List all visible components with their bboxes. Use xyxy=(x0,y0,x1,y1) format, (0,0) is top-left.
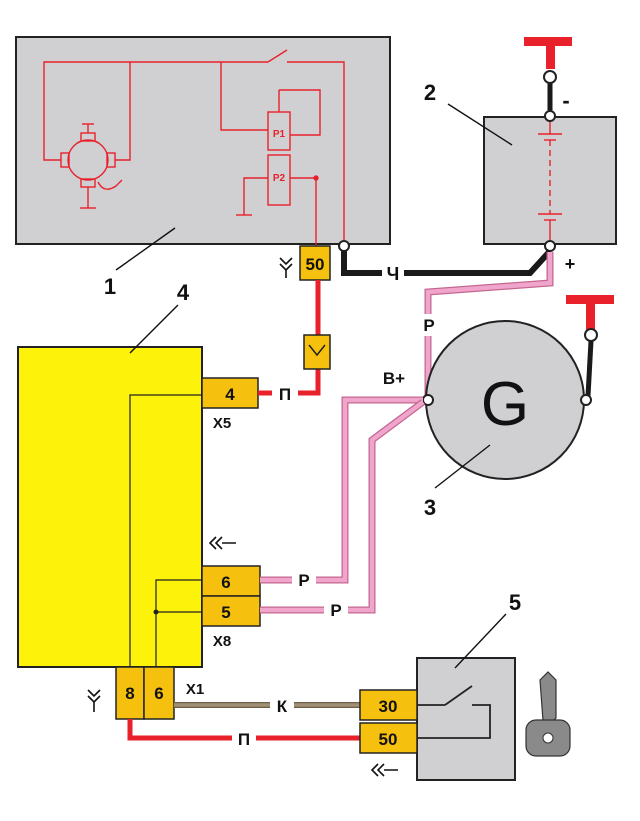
callout-5: 5 xyxy=(509,590,521,615)
relay-p1-label: P1 xyxy=(273,129,286,140)
wire-label-r-x8-6: Р xyxy=(298,571,309,590)
callout-4: 4 xyxy=(177,280,190,305)
switch-pin-30-label: 30 xyxy=(379,697,398,716)
black-wire xyxy=(341,248,553,276)
connector-x1-label: X1 xyxy=(186,681,204,698)
starter-battery-terminal[interactable] xyxy=(338,240,350,252)
callout-2: 2 xyxy=(424,80,436,105)
battery-minus-label: - xyxy=(562,88,569,113)
generator-b-plus-terminal[interactable] xyxy=(422,394,434,406)
x1-pin-8-label: 8 xyxy=(125,684,134,703)
x8-pin-6-label: 6 xyxy=(221,573,230,592)
starter-internal-circuit xyxy=(43,49,345,246)
generator-terminal-label: B+ xyxy=(383,369,405,388)
connector-arrow-icon xyxy=(370,763,398,777)
callout-3-leader xyxy=(434,444,491,489)
pink-wire-x8-5 xyxy=(260,400,425,613)
ecu-module xyxy=(17,346,203,668)
generator-symbol: G xyxy=(481,370,529,439)
wire-label-p-bottom: П xyxy=(238,730,250,749)
battery xyxy=(483,37,617,252)
battery-plus-label: + xyxy=(565,254,576,274)
ignition-key-icon xyxy=(525,671,571,757)
wire-label-k: К xyxy=(277,697,288,716)
callout-1: 1 xyxy=(104,274,116,299)
x1-pin-6[interactable]: 6 xyxy=(143,666,175,720)
connector-arrow-icon xyxy=(279,257,293,278)
switch-pin-50[interactable]: 50 xyxy=(359,722,418,754)
wire-label-p-top: П xyxy=(279,385,291,404)
starter-housing: P1 P2 xyxy=(15,36,391,246)
callout-3: 3 xyxy=(424,495,436,520)
wire-label-r-top: Р xyxy=(423,316,434,335)
generator: G xyxy=(422,295,614,480)
fuse-block xyxy=(303,334,331,370)
wire-label-r-x8-5: Р xyxy=(330,601,341,620)
connector-x8-label: X8 xyxy=(213,633,231,650)
callout-1-leader xyxy=(115,227,176,271)
red-wire-x1-switch xyxy=(127,719,360,741)
x8-pin-6[interactable]: 6 xyxy=(201,565,261,597)
callout-2-leader xyxy=(447,103,513,146)
starter-terminal-label: 50 xyxy=(306,255,325,274)
callout-5-leader xyxy=(454,613,507,669)
callout-4-leader xyxy=(129,304,179,354)
battery-plus-terminal[interactable] xyxy=(544,240,556,252)
x1-pin-6-label: 6 xyxy=(154,684,163,703)
connector-arrow-icon xyxy=(208,536,236,550)
x5-pin-label: 4 xyxy=(225,385,235,404)
x1-pin-8[interactable]: 8 xyxy=(115,666,145,720)
x8-pin-5-label: 5 xyxy=(221,603,230,622)
ignition-switch xyxy=(416,657,516,781)
relay-p2-label: P2 xyxy=(273,173,286,184)
connector-arrow-icon xyxy=(87,689,101,712)
starter-terminal-50[interactable]: 50 xyxy=(299,245,331,281)
x5-pin-4[interactable]: 4 xyxy=(201,377,259,409)
x8-pin-5[interactable]: 5 xyxy=(201,595,261,627)
switch-pin-50-label: 50 xyxy=(379,730,398,749)
connector-x5-label: X5 xyxy=(213,415,231,432)
wire-label-ch: Ч xyxy=(387,264,400,284)
switch-pin-30[interactable]: 30 xyxy=(359,689,418,721)
pink-wire-battery-generator xyxy=(425,252,553,396)
